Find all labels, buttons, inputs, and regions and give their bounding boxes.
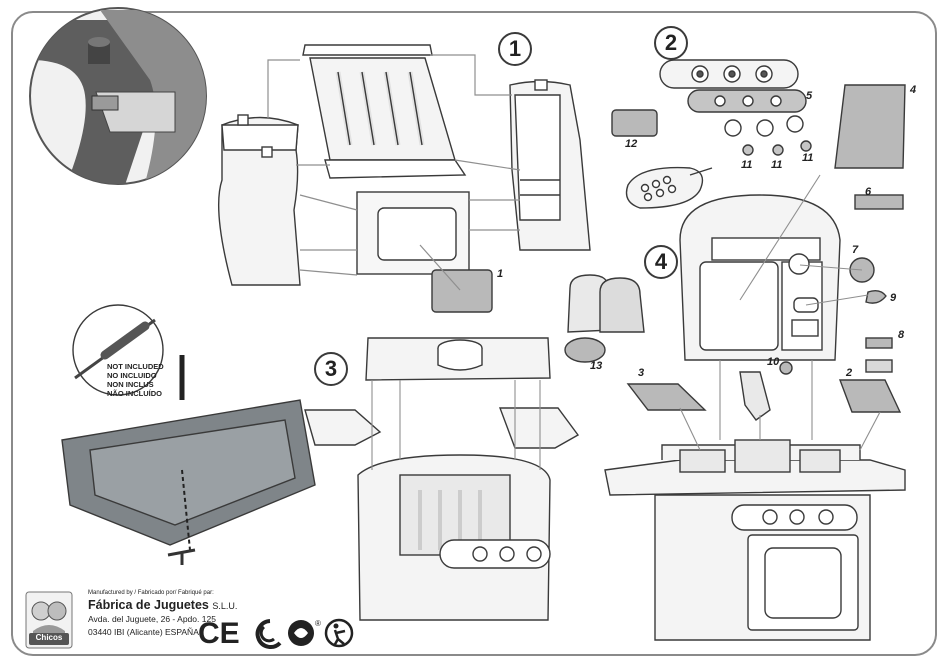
tool-not-included-note: NOT INCLUDED NO INCLUIDO NON INCLUS NÃO … [107, 362, 164, 398]
part-label-7: 7 [852, 244, 858, 256]
certification-marks: CE ® [198, 615, 358, 651]
part-label-11a: 11 [741, 159, 752, 171]
part-label-11b: 11 [771, 159, 782, 171]
part-label-4: 4 [910, 84, 916, 96]
step3-drawing [305, 338, 578, 620]
part-label-6: 6 [865, 186, 871, 198]
step-1-badge: 1 [498, 32, 532, 66]
green-dot-icon [288, 620, 314, 646]
step-3-badge: 3 [314, 352, 348, 386]
part-label-9: 9 [890, 292, 896, 304]
recycling-icon [258, 621, 280, 647]
part-label-10: 10 [767, 356, 779, 368]
warning-pt: NÃO INCLUÍDO [107, 389, 164, 398]
cups-part-13 [565, 275, 644, 362]
step-4-badge: 4 [644, 245, 678, 279]
base-tray-drawing [62, 305, 315, 565]
ce-mark: CE [198, 617, 240, 650]
part-label-8: 8 [898, 329, 904, 341]
warning-en: NOT INCLUDED [107, 362, 164, 371]
step1-drawing [219, 45, 590, 312]
warning-fr: NON INCLUS [107, 380, 164, 389]
manufacturer-name: Fábrica de Juguetes S.L.U. [88, 598, 237, 612]
warning-es: NO INCLUIDO [107, 371, 164, 380]
step-2-badge: 2 [654, 26, 688, 60]
part-label-11c: 11 [802, 152, 813, 164]
part-label-1: 1 [497, 268, 503, 280]
part-label-3: 3 [638, 367, 644, 379]
brand-name: Chicos [28, 633, 70, 642]
part-label-13: 13 [590, 360, 602, 372]
detail-zoom-circle [30, 8, 210, 200]
step4-drawing [605, 175, 905, 640]
registered-mark: ® [315, 619, 321, 628]
part-label-2: 2 [846, 367, 852, 379]
manufacturer-caption: Manufactured by / Fabricado por/ Fabriqu… [88, 590, 237, 596]
part-label-5: 5 [806, 90, 812, 102]
part-label-12: 12 [625, 138, 637, 150]
step2-drawing [612, 60, 905, 208]
tidyman-icon [326, 620, 352, 646]
